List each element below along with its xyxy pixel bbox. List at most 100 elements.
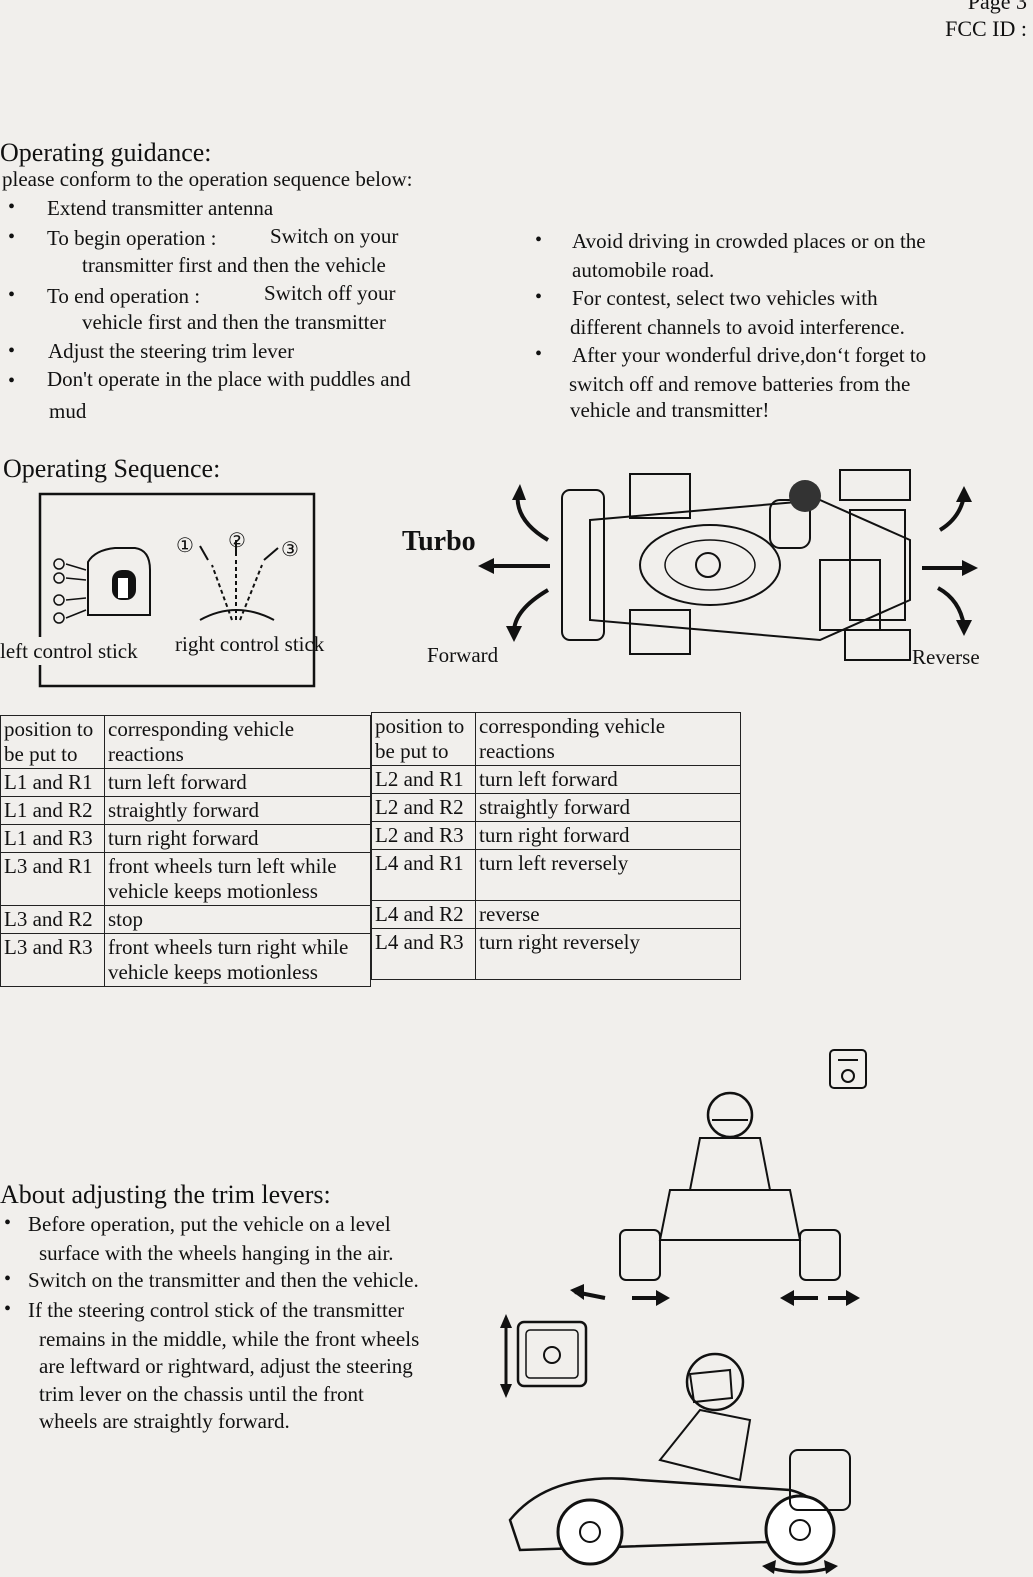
header-reaction: corresponding vehicle — [479, 714, 666, 738]
bullet: • — [535, 343, 543, 365]
reverse-label: Reverse — [912, 645, 980, 669]
guidance-item: Don't operate in the place with puddles … — [47, 367, 411, 391]
bullet: • — [8, 370, 16, 392]
trim-item-cont: are leftward or rightward, adjust the st… — [39, 1354, 413, 1378]
position-cell: L4 and R3 — [371, 928, 476, 980]
bullet: • — [4, 1268, 12, 1290]
header-reaction-cont: reactions — [108, 742, 184, 766]
bullet: • — [535, 229, 543, 251]
reaction-cell: turn right forward — [104, 824, 371, 853]
trim-title: About adjusting the trim levers: — [0, 1180, 331, 1209]
bullet: • — [8, 340, 16, 362]
position-cell: L2 and R3 — [371, 821, 476, 850]
reaction-cell-cont: vehicle keeps motionless — [108, 879, 318, 903]
header-position: position to — [375, 714, 465, 738]
header-position: position to — [4, 717, 94, 741]
position-cell: L4 and R2 — [371, 900, 476, 929]
guidance-item-cont: mud — [49, 399, 87, 423]
right-stick-icon — [199, 540, 279, 621]
left-stick-label: left control stick — [0, 637, 142, 665]
marker-2: ② — [228, 530, 246, 552]
reaction-cell: front wheels turn left while — [108, 854, 337, 878]
bullet: • — [535, 286, 543, 308]
marker-1: ① — [176, 535, 194, 557]
trim-item: Before operation, put the vehicle on a l… — [28, 1212, 391, 1236]
transmitter-diagram — [38, 492, 316, 688]
page-number: Page 3 — [967, 0, 1027, 14]
position-cell: L1 and R2 — [0, 796, 105, 825]
reaction-cell: stop — [104, 905, 371, 934]
guidance-item: For contest, select two vehicles with — [572, 286, 878, 310]
reaction-cell: reverse — [475, 900, 741, 929]
bullet: • — [8, 196, 16, 218]
bullet: • — [8, 226, 16, 248]
reaction-cell: turn right forward — [475, 821, 741, 850]
guidance-item: To end operation : — [47, 284, 201, 308]
guidance-item-cont: Switch on your — [270, 224, 399, 248]
forward-label: Forward — [427, 643, 499, 667]
guidance-item-cont: vehicle and transmitter! — [570, 398, 770, 422]
guidance-item-cont: switch off and remove batteries from the — [569, 372, 911, 396]
reaction-cell: turn left forward — [104, 768, 371, 797]
position-cell: L3 and R1 — [0, 852, 105, 906]
bullet: • — [8, 284, 16, 306]
left-stick-icon — [53, 547, 151, 624]
header-position-cont: be put to — [375, 739, 449, 763]
guidance-intro: please conform to the operation sequence… — [2, 167, 413, 191]
right-stick-label: right control stick — [175, 632, 325, 656]
guidance-item: After your wonderful drive,don‘t forget … — [572, 343, 927, 367]
trim-item: If the steering control stick of the tra… — [28, 1298, 405, 1322]
marker-3: ③ — [281, 539, 299, 561]
guidance-item: To begin operation : — [47, 226, 217, 250]
reaction-cell: turn left reversely — [475, 849, 741, 901]
kart-side-illustration — [500, 1314, 851, 1574]
position-cell: L1 and R3 — [0, 824, 105, 853]
guidance-item-cont: automobile road. — [572, 258, 715, 282]
guidance-item-cont: Switch off your — [264, 281, 396, 305]
trim-item-cont: remains in the middle, while the front w… — [39, 1327, 420, 1351]
reaction-cell: straightly forward — [475, 793, 741, 822]
guidance-item-cont: different channels to avoid interference… — [570, 315, 905, 339]
fcc-id: FCC ID : — [945, 16, 1027, 41]
position-cell: L2 and R1 — [371, 765, 476, 794]
header-position-cont: be put to — [4, 742, 78, 766]
turbo-label: Turbo — [402, 526, 476, 557]
position-cell: L3 and R3 — [0, 933, 105, 987]
kart-front-illustration — [570, 1049, 867, 1306]
position-cell: L3 and R2 — [0, 905, 105, 934]
guidance-item-cont: vehicle first and then the transmitter — [82, 310, 386, 334]
trim-item: Switch on the transmitter and then the v… — [28, 1268, 419, 1292]
kart-top-view — [478, 469, 978, 661]
bullet: • — [4, 1212, 12, 1234]
position-cell: L2 and R2 — [371, 793, 476, 822]
guidance-item: Extend transmitter antenna — [47, 196, 274, 220]
guidance-item-cont: transmitter first and then the vehicle — [82, 253, 386, 277]
guidance-item: Avoid driving in crowded places or on th… — [572, 229, 926, 253]
sequence-title: Operating Sequence: — [3, 454, 221, 483]
reaction-cell: turn left forward — [475, 765, 741, 794]
trim-item-cont: wheels are straightly forward. — [39, 1409, 290, 1433]
trim-item-cont: trim lever on the chassis until the fron… — [39, 1382, 364, 1406]
reaction-cell-cont: vehicle keeps motionless — [108, 960, 318, 984]
position-cell: L4 and R1 — [371, 849, 476, 901]
header-reaction: corresponding vehicle — [108, 717, 295, 741]
reaction-cell: straightly forward — [104, 796, 371, 825]
reaction-cell: turn right reversely — [475, 928, 741, 980]
trim-item-cont: surface with the wheels hanging in the a… — [39, 1241, 394, 1265]
position-cell: L1 and R1 — [0, 768, 105, 797]
